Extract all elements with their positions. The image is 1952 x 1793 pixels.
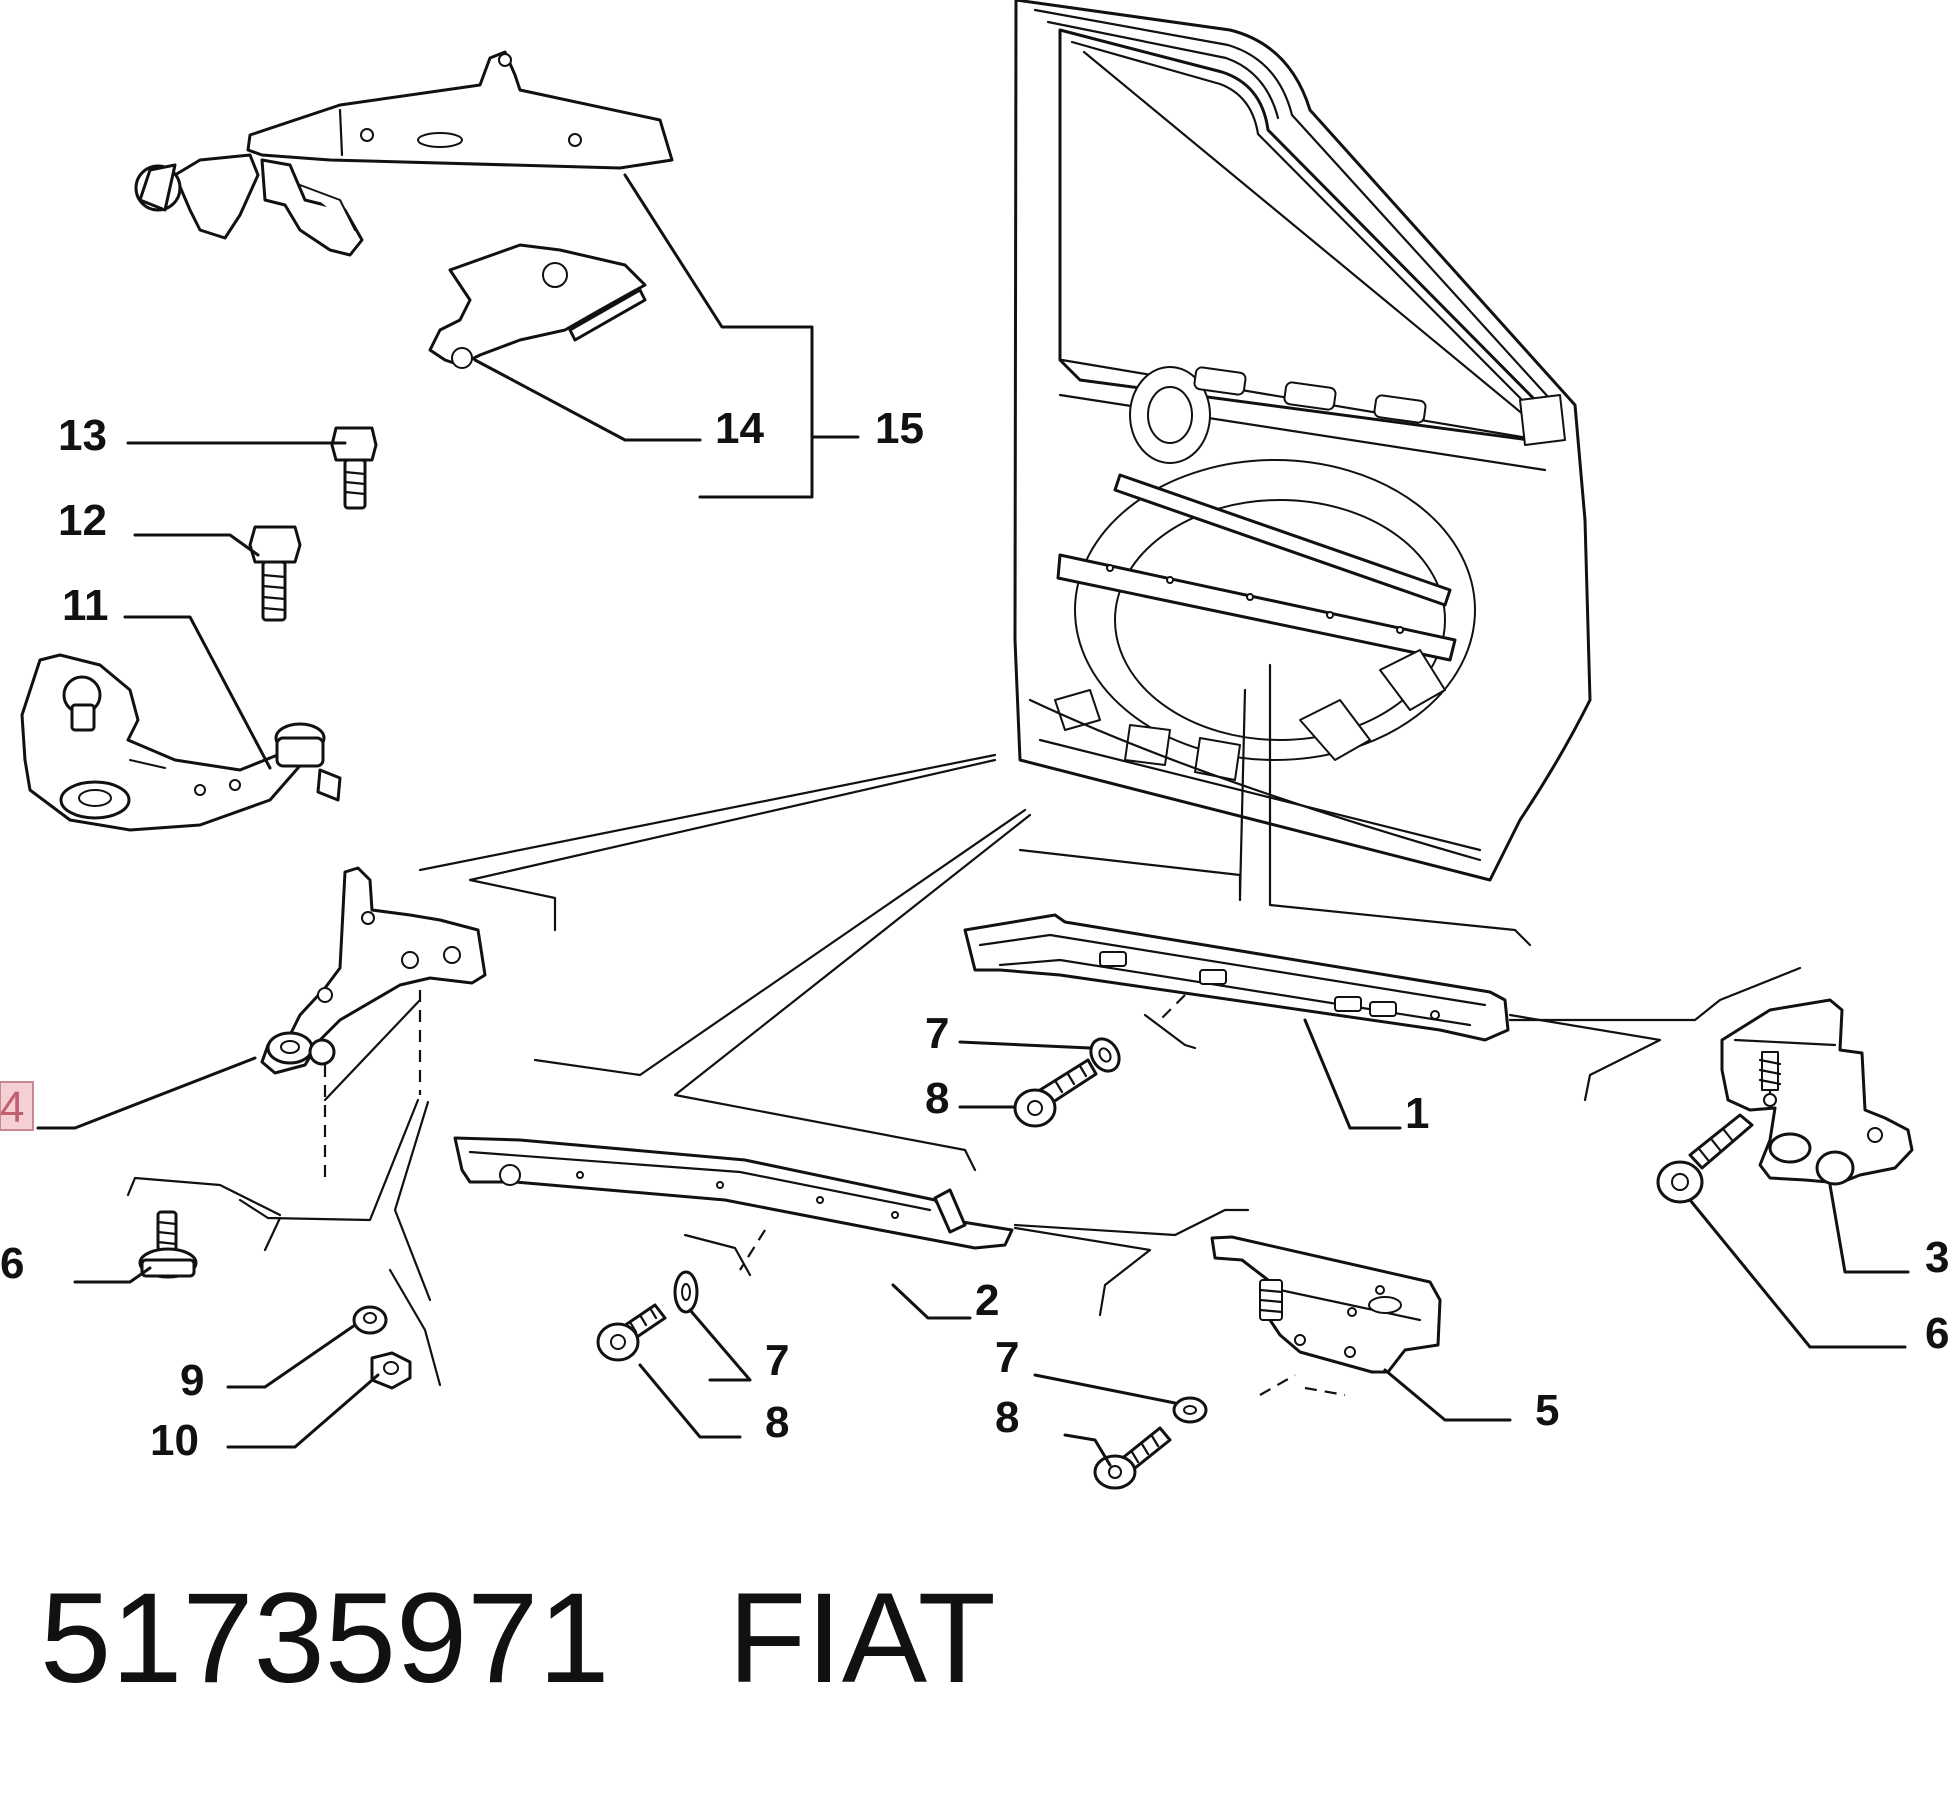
bolt-12	[248, 525, 302, 622]
callout-4: 4	[0, 1083, 24, 1132]
callout-2: 2	[975, 1276, 999, 1325]
callout-1: 1	[1405, 1089, 1429, 1138]
sliding-door-panel	[1013, 0, 1592, 882]
callout-8-middle: 8	[765, 1398, 789, 1447]
callout-4-highlight: 4	[0, 1081, 34, 1132]
callout-8-upper: 8	[925, 1074, 949, 1123]
callout-7-upper: 7	[925, 1009, 949, 1058]
washer-7-middle	[673, 1270, 699, 1314]
callout-12: 12	[58, 496, 107, 545]
part-number: 51735971	[40, 1567, 610, 1710]
callout-7-middle: 7	[765, 1336, 789, 1385]
screw-8-upper	[1013, 1058, 1098, 1128]
callout-labels: 15 14 13 12 11 4 6 9 10 7 8 1 2 7 8 7 8 …	[0, 404, 1949, 1465]
washer-7-upper	[1089, 1037, 1121, 1073]
highlight-box	[0, 1081, 34, 1131]
washer-7-lower	[1172, 1396, 1208, 1424]
callout-6-right: 6	[1925, 1309, 1949, 1358]
lower-hinge-bracket-4	[260, 866, 487, 1075]
callout-15: 15	[875, 404, 924, 453]
assembly-line-upper-track	[1159, 994, 1186, 1021]
screw-8-middle	[596, 1303, 667, 1362]
upper-track-1	[963, 913, 1510, 1042]
bolt-13	[330, 426, 378, 510]
callout-7-lower: 7	[995, 1333, 1019, 1382]
callout-10: 10	[150, 1416, 199, 1465]
callout-11: 11	[62, 581, 109, 630]
callout-5: 5	[1535, 1386, 1559, 1435]
assembly-line-roller-5-b	[1304, 1386, 1346, 1397]
leader-lines	[36, 173, 1910, 1467]
upper-hinge-bracket-assembly	[134, 50, 674, 257]
screw-6-right	[1656, 1113, 1754, 1204]
screw-6-left	[138, 1210, 198, 1279]
brand-name: FIAT	[728, 1567, 996, 1710]
lower-track-2	[453, 1136, 1014, 1250]
right-roller-hinge-3	[1720, 998, 1914, 1186]
nut-9	[352, 1305, 388, 1335]
assembly-line-lower-track	[739, 1229, 766, 1271]
callout-8-lower: 8	[995, 1393, 1019, 1442]
lower-roller-bracket-11	[20, 653, 342, 832]
screw-8-lower	[1093, 1426, 1172, 1490]
callout-14: 14	[715, 404, 764, 453]
lower-rear-roller-5	[1210, 1235, 1442, 1374]
perspective-guide-lines	[126, 663, 1802, 1387]
callout-3: 3	[1925, 1233, 1949, 1282]
callout-13: 13	[58, 411, 107, 460]
upper-bracket-plate-14	[428, 243, 647, 369]
callout-9: 9	[180, 1356, 204, 1405]
nut-10	[370, 1351, 412, 1390]
callout-6-left: 6	[0, 1239, 24, 1288]
assembly-line-roller-5	[1259, 1374, 1296, 1396]
